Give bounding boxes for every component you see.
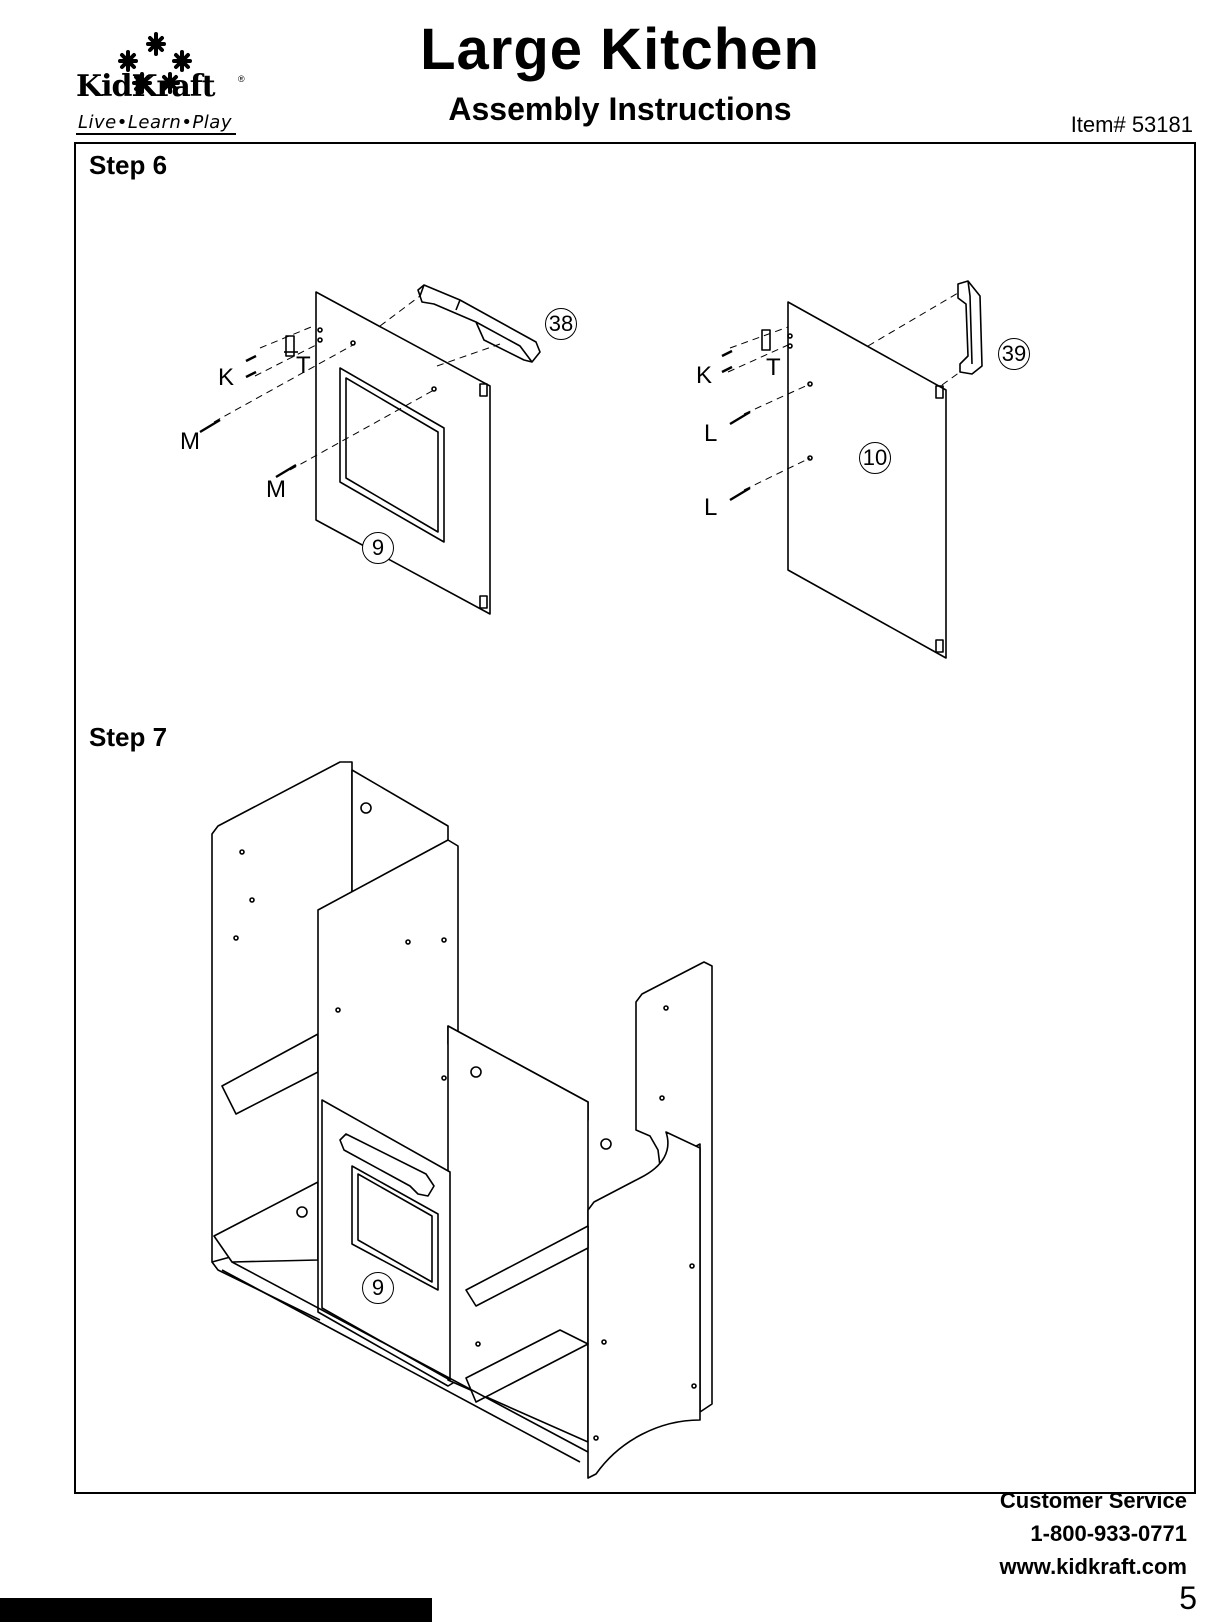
screws-left-drawing: [199, 354, 297, 479]
step-7-label: Step 7: [89, 722, 168, 752]
brand-tagline: Live•Learn•Play: [78, 112, 232, 133]
hinge-t-right-drawing: [761, 329, 771, 351]
oven-door-drawing: [315, 291, 491, 615]
callout-part-10: 10: [859, 442, 891, 474]
cabinet-door-drawing: [787, 301, 947, 659]
screws-right-drawing: [721, 349, 751, 502]
part-label-t-right: T: [766, 354, 781, 381]
oven-handle-38-drawing: [417, 284, 541, 363]
part-label-l-lower: L: [704, 494, 718, 521]
item-number: Item# 53181: [1070, 112, 1193, 137]
page-subtitle: Assembly Instructions: [448, 91, 792, 127]
brand-name: KidKraft: [76, 69, 216, 104]
callout-step7-part-9: 9: [362, 1272, 394, 1304]
callout-part-38: 38: [545, 308, 577, 340]
hinge-t-left-drawing: [284, 335, 298, 357]
footer-bar: [0, 1598, 432, 1622]
part-label-m-upper: M: [180, 428, 200, 455]
customer-service-label: Customer Service: [999, 1488, 1187, 1513]
page-number: 5: [1179, 1580, 1197, 1616]
customer-service-phone: 1-800-933-0771: [1030, 1521, 1187, 1546]
part-label-t-left: T: [296, 352, 311, 379]
cabinet-handle-39-drawing: [957, 280, 983, 375]
page-title: Large Kitchen: [420, 17, 820, 82]
website-link[interactable]: www.kidkraft.com: [999, 1554, 1187, 1579]
tagline-underline: [76, 133, 236, 135]
part-label-l-upper: L: [704, 420, 718, 447]
instructions-frame: [74, 142, 1196, 1494]
kidkraft-logo-stars: [118, 32, 192, 94]
callout-part-9: 9: [362, 532, 394, 564]
registered-mark: ®: [238, 74, 245, 84]
callout-part-39: 39: [998, 338, 1030, 370]
part-label-k-left: K: [218, 364, 235, 391]
step-6-label: Step 6: [89, 150, 168, 180]
kitchen-body-drawing: [211, 761, 713, 1479]
part-label-k-right: K: [696, 362, 713, 389]
part-label-m-lower: M: [266, 476, 286, 503]
